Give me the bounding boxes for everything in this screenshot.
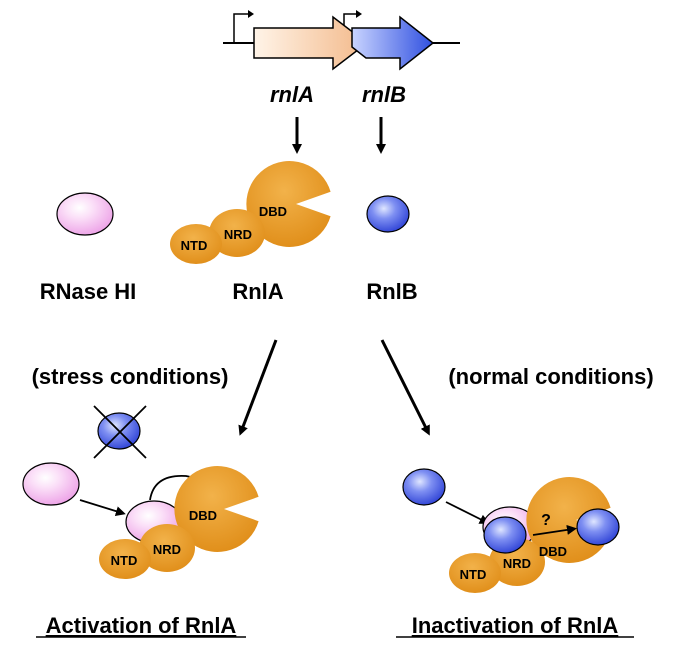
promoter-arrow-rnla-head	[248, 10, 254, 18]
arrow-rnase-binding	[79, 499, 126, 517]
rnla-nrd-label: NRD	[224, 227, 252, 242]
promoter-arrow-rnla	[233, 13, 248, 43]
arrow-to-inactivation	[380, 339, 430, 436]
rnla-nrd-domain-activated	[139, 524, 195, 572]
inactivation-panel: ? DBD NRD NTD	[402, 468, 620, 593]
rnla-ntd-domain-activated	[99, 539, 151, 579]
rnla-inactivated-complex: ? DBD NRD NTD	[449, 477, 620, 593]
gene-arrow-rnla	[253, 15, 369, 71]
rnla-protein: DBD NRD NTD	[170, 161, 331, 264]
rnlb-protein	[366, 195, 410, 233]
inactivation-caption: Inactivation of RnlA	[412, 613, 619, 638]
rnla-nrd-label-activated: NRD	[153, 542, 181, 557]
rnlb-free	[402, 468, 446, 506]
rnla-ntd-domain	[170, 224, 222, 264]
rnla-dbd-label-activated: DBD	[189, 508, 217, 523]
rnla-activated-complex: DBD NRD NTD	[99, 466, 259, 579]
activation-panel: DBD NRD NTD	[22, 405, 259, 579]
rnla-nrd-domain	[209, 209, 265, 257]
rnase-hi-protein	[56, 192, 114, 236]
rnla-dbd-domain-activated	[174, 466, 259, 552]
arrow-to-activation	[238, 339, 278, 436]
rnla-ntd-domain-inactive	[449, 553, 501, 593]
degraded-rnlb	[93, 405, 147, 459]
promoter-arrow-rnlb-head	[356, 10, 362, 18]
rnlb-bound-to-dbd	[576, 508, 620, 546]
activation-caption: Activation of RnlA	[46, 613, 237, 638]
rnlb-label: RnlB	[366, 279, 417, 304]
rnla-dbd-label-inactive: DBD	[539, 544, 567, 559]
operon-diagram: rnlA rnlB	[223, 10, 460, 107]
stress-conditions-label: (stress conditions)	[32, 364, 229, 389]
rnla-ntd-label-activated: NTD	[111, 553, 138, 568]
cross-line-2	[93, 405, 147, 459]
rnla-label: RnlA	[232, 279, 283, 304]
gene-label-rnlb: rnlB	[362, 82, 406, 107]
gene-arrow-rnlb	[351, 15, 435, 71]
rnla-ntd-label: NTD	[181, 238, 208, 253]
rnla-ntd-label-inactive: NTD	[460, 567, 487, 582]
arrow-rnlb-binding	[445, 501, 490, 524]
rnla-dbd-label: DBD	[259, 204, 287, 219]
arrow-rnlb-to-dbd	[532, 524, 577, 536]
rnlb-bound-to-nrd	[483, 516, 527, 554]
rnla-nrd-label-inactive: NRD	[503, 556, 531, 571]
rnla-dbd-domain	[246, 161, 331, 247]
normal-conditions-label: (normal conditions)	[448, 364, 653, 389]
rnase-hi-label: RNase HI	[40, 279, 137, 304]
rnase-hi-free	[22, 462, 80, 506]
unknown-mark: ?	[541, 512, 551, 529]
gene-label-rnla: rnlA	[270, 82, 314, 107]
